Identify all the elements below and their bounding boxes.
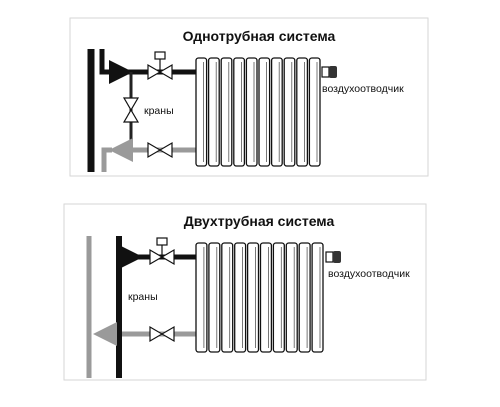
radiator-section (208, 242, 221, 353)
air-vent (325, 251, 341, 263)
radiator-section (195, 57, 208, 167)
valves-label: краны (128, 291, 158, 303)
radiator-section (311, 242, 324, 353)
valve-bypass (122, 97, 140, 123)
radiator-section (246, 242, 260, 353)
radiator-section (234, 242, 247, 353)
radiator-section (285, 242, 298, 353)
radiator (195, 57, 321, 167)
radiator-section (270, 57, 283, 167)
valve-supply (149, 237, 175, 266)
radiator-section (220, 57, 233, 167)
single-pipe-diagram: Однотрубная система краны (69, 17, 429, 177)
valve-supply (147, 51, 173, 81)
radiator-section (245, 57, 258, 167)
radiator (195, 242, 324, 353)
radiator-section (298, 242, 311, 353)
air-vent-label: воздухоотводчик (322, 83, 404, 95)
radiator-section (308, 57, 321, 167)
valve-return (149, 325, 175, 343)
radiator-section (259, 242, 273, 353)
air-vent-label: воздухоотводчик (328, 268, 410, 280)
diagram-title: Однотрубная система (183, 28, 336, 44)
radiator-section (272, 242, 285, 353)
radiator-section (258, 57, 271, 167)
radiator-section (283, 57, 296, 167)
radiator-section (221, 242, 234, 353)
valves-label: краны (144, 105, 174, 117)
valve-return (147, 141, 173, 159)
return-branch-pipe (101, 147, 112, 172)
diagram-title: Двухтрубная система (184, 213, 335, 229)
air-vent (321, 66, 337, 78)
radiator-section (233, 57, 246, 167)
radiator-section (296, 57, 309, 167)
radiator-section (195, 242, 208, 353)
two-pipe-diagram: Двухтрубная система краны воздухоотводчи… (63, 203, 427, 381)
radiator-section (207, 57, 220, 167)
